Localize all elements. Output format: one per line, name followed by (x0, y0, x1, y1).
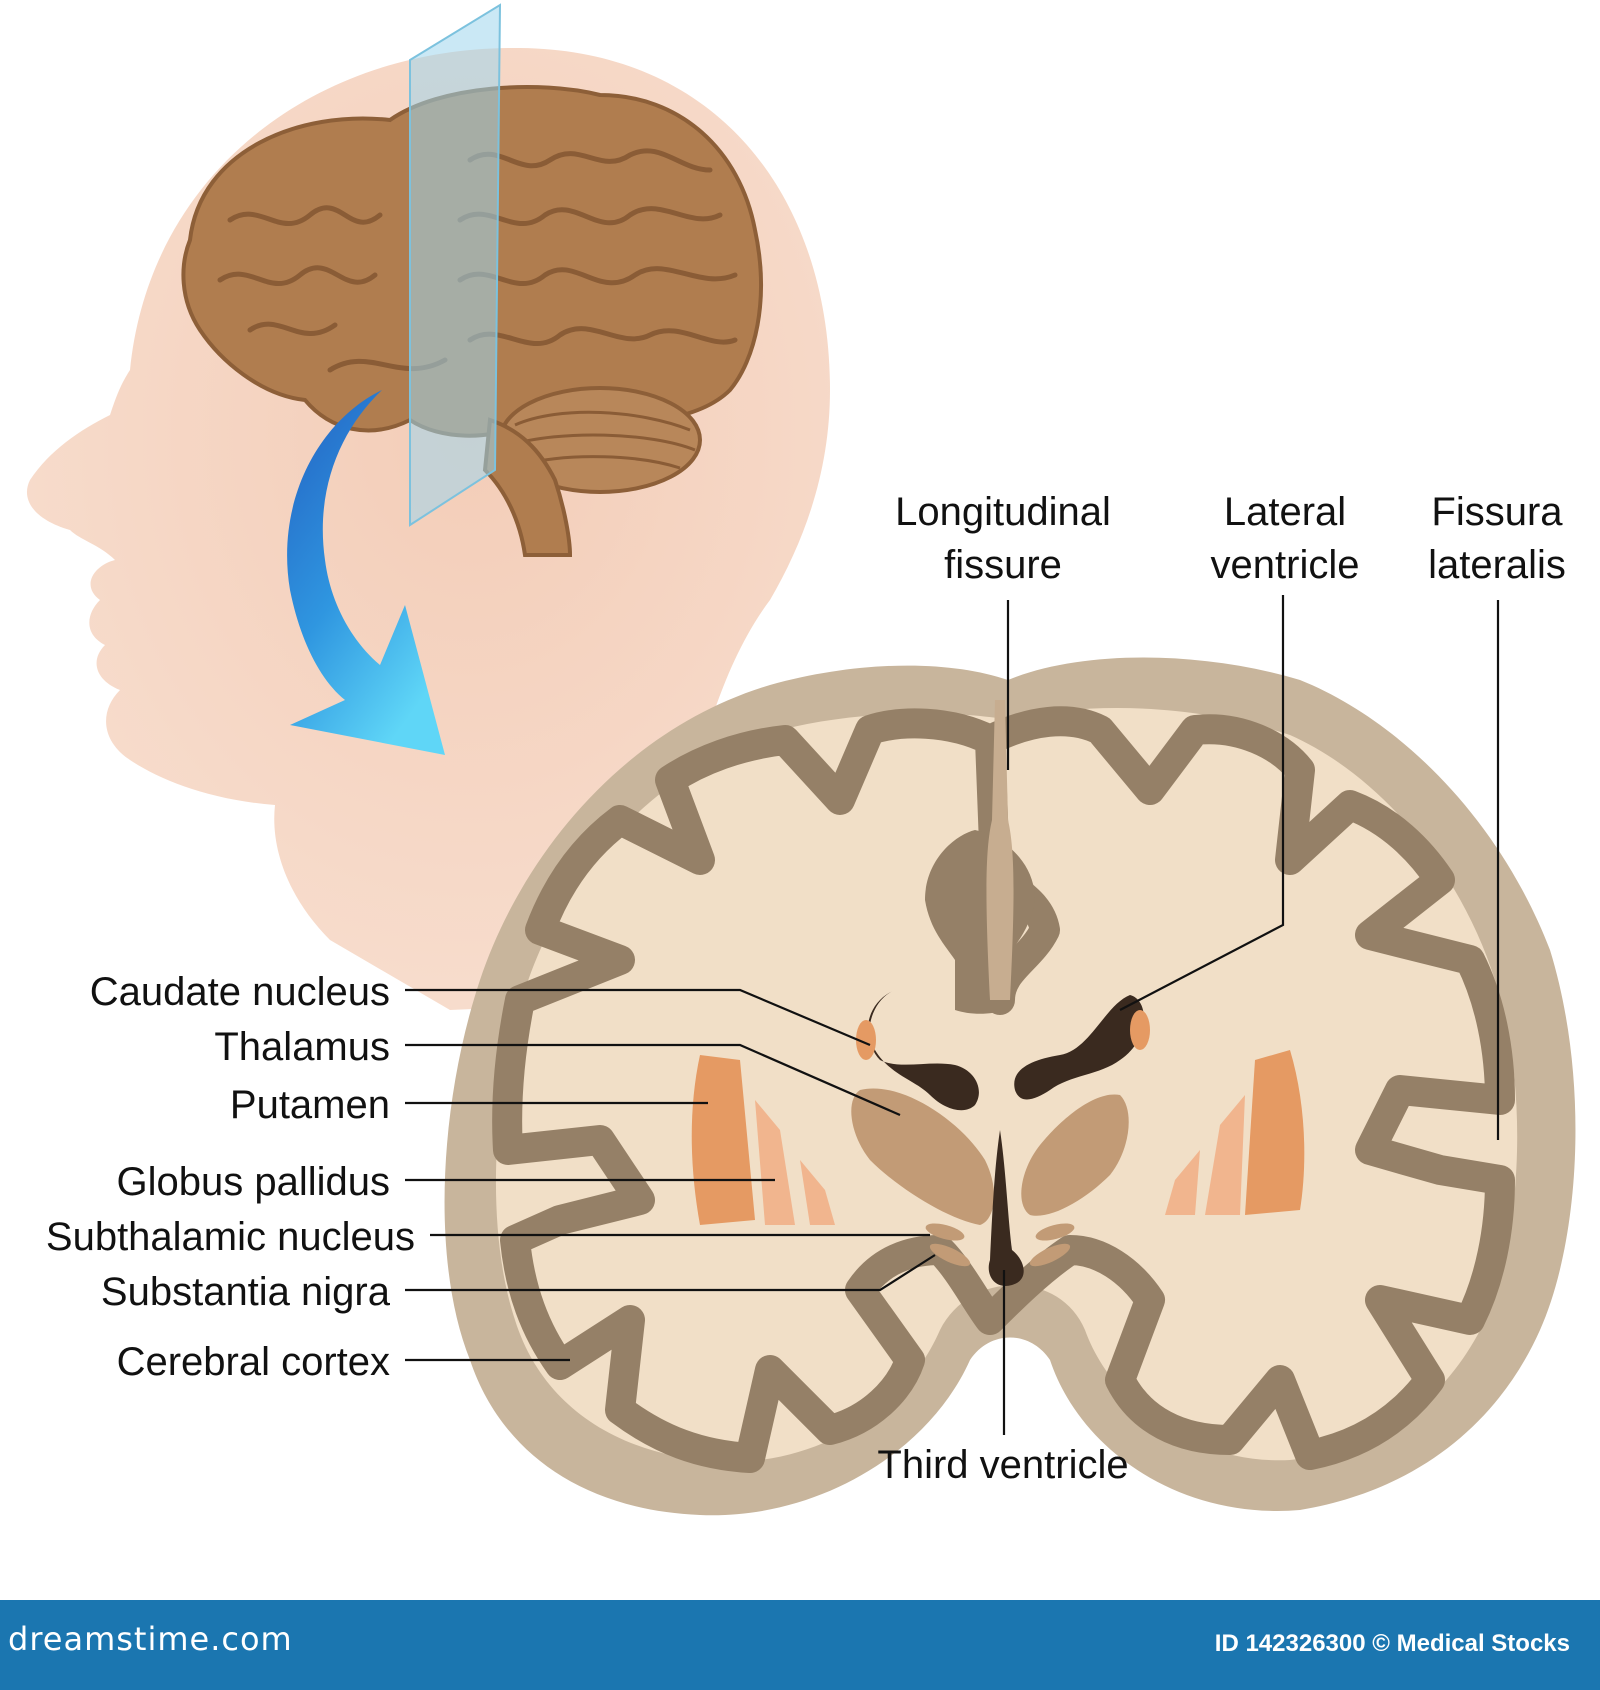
label-thalamus: Thalamus (214, 1025, 390, 1069)
label-longitudinal-fissure-line2: fissure (944, 543, 1062, 587)
label-fissura-lateralis-line1: Fissura (1431, 490, 1563, 534)
globus-pallidus-left-inner (800, 1160, 835, 1225)
substantia-nigra-left (929, 1243, 971, 1267)
label-lateral-ventricle-line2: ventricle (1211, 543, 1360, 587)
label-cerebral-cortex: Cerebral cortex (117, 1340, 390, 1384)
label-globus-pallidus: Globus pallidus (117, 1160, 391, 1204)
coronal-plane (409, 3, 502, 527)
label-substantia-nigra: Substantia nigra (101, 1270, 391, 1314)
globus-pallidus-right-outer (1205, 1095, 1245, 1215)
label-fissura-lateralis-line2: lateralis (1428, 543, 1566, 587)
lateral-ventricle-right (1014, 995, 1144, 1100)
label-lateral-ventricle-line1: Lateral (1224, 490, 1346, 534)
label-putamen: Putamen (230, 1083, 390, 1127)
thalamus-left (851, 1088, 995, 1225)
caudate-nucleus-right (1130, 1010, 1150, 1050)
leader-caudate-nucleus (405, 988, 871, 1047)
leader-thalamus (405, 1043, 901, 1117)
curved-arrow (287, 390, 445, 755)
label-subthalamic-nucleus: Subthalamic nucleus (46, 1215, 415, 1259)
footer-credit: ID 142326300 © Medical Stocks (1214, 1630, 1570, 1657)
caudate-nucleus-left (856, 1020, 876, 1060)
subthalamic-nucleus-left (925, 1223, 965, 1241)
globus-pallidus-right-inner (1165, 1150, 1200, 1215)
lateral-ventricle-left (867, 990, 979, 1111)
brain-gyri (217, 148, 738, 373)
coronal-section-illustration: Longitudinal fissure Lateral ventricle F… (26, 3, 1576, 1516)
longitudinal-fissure (986, 700, 1014, 1000)
substantia-nigra-right (1029, 1243, 1071, 1267)
leader-substantia-nigra (405, 1254, 936, 1292)
leader-lateral-ventricle (1119, 595, 1285, 1011)
label-third-ventricle: Third ventricle (877, 1443, 1128, 1487)
footer-brand[interactable]: dreamstime.com (8, 1620, 293, 1658)
thalamus-right (1021, 1094, 1129, 1216)
white-matter (495, 708, 1518, 1463)
footer-bar: dreamstime.com ID 142326300 © Medical St… (0, 1600, 1600, 1690)
label-longitudinal-fissure-line1: Longitudinal (895, 490, 1111, 534)
putamen-right (1245, 1050, 1305, 1215)
label-caudate-nucleus: Caudate nucleus (90, 970, 390, 1014)
brainstem (482, 417, 573, 557)
subthalamic-nucleus-right (1035, 1223, 1075, 1241)
putamen-left (691, 1055, 755, 1225)
third-ventricle (988, 1130, 1024, 1286)
globus-pallidus-left-outer (755, 1100, 795, 1225)
